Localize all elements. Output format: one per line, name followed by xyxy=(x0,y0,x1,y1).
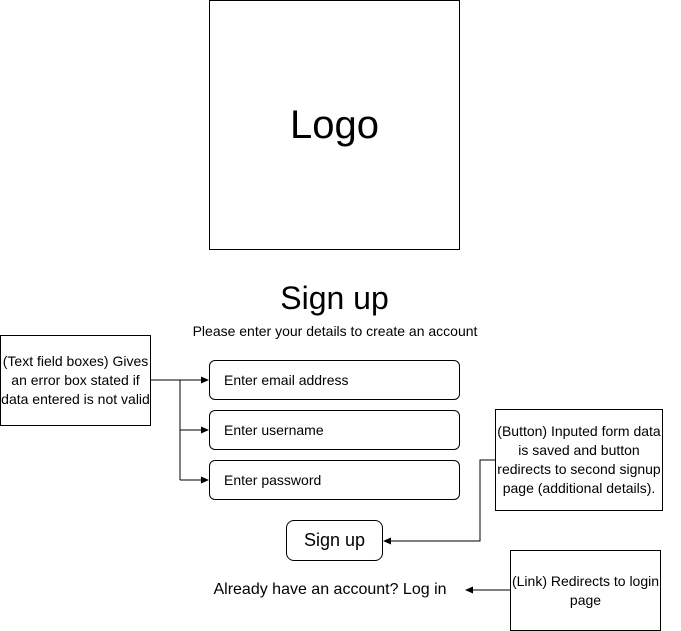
page-subtitle: Please enter your details to create an a… xyxy=(192,323,478,339)
annotation-text-fields: (Text field boxes) Gives an error box st… xyxy=(0,335,151,426)
annotation-link-label: (Link) Redirects to login page xyxy=(511,572,660,608)
arrow-to-signup-button xyxy=(383,459,495,545)
annotation-button: (Button) Inputed form data is saved and … xyxy=(495,409,663,511)
annotation-button-label: (Button) Inputed form data is saved and … xyxy=(497,423,661,496)
logo-text: Logo xyxy=(290,102,379,147)
signup-button[interactable]: Sign up xyxy=(286,520,383,561)
annotation-link: (Link) Redirects to login page xyxy=(510,550,661,631)
email-field-placeholder: Enter email address xyxy=(224,372,349,388)
text-fields-connector-trunk xyxy=(151,379,181,480)
password-field[interactable]: Enter password xyxy=(209,460,460,500)
logo-placeholder: Logo xyxy=(209,0,460,250)
username-field-placeholder: Enter username xyxy=(224,422,324,438)
username-field[interactable]: Enter username xyxy=(209,410,460,450)
login-link[interactable]: Already have an account? Log in xyxy=(213,581,447,598)
password-field-placeholder: Enter password xyxy=(224,472,322,488)
page-title: Sign up xyxy=(280,280,389,316)
email-field[interactable]: Enter email address xyxy=(209,360,460,400)
annotation-text-fields-label: (Text field boxes) Gives an error box st… xyxy=(1,353,150,407)
